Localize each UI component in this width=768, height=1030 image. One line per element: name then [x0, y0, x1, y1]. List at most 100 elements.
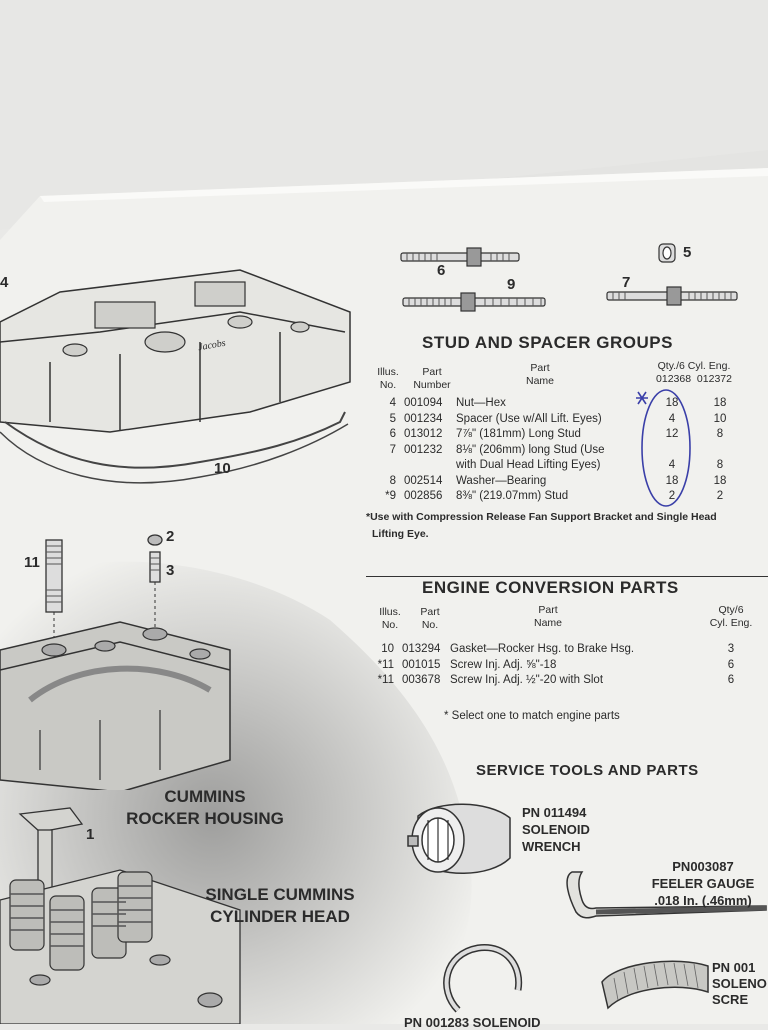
stud-cell-illus: *9: [385, 490, 396, 502]
solenoid-wrench-illustration: [407, 803, 511, 874]
stud-cell-name: 7⅞" (181mm) Long Stud: [456, 428, 581, 440]
callout-2: 2: [166, 528, 175, 545]
stud-col-illus: Illus. No.: [370, 366, 406, 392]
stud-col-qty: Qty./6 Cyl. Eng. 012368 012372: [644, 360, 744, 386]
conversion-cell-illus: *11: [377, 674, 394, 686]
stud-cell-part: 001232: [404, 443, 443, 456]
service-tools-title: SERVICE TOOLS AND PARTS: [476, 762, 699, 779]
cylinder-head-illustration: [0, 807, 241, 1024]
tool3-pn: PN 001: [712, 960, 756, 975]
tool1-pn: PN 011494: [522, 805, 587, 820]
stud-col-eng-a: 012368: [656, 373, 692, 385]
stud-table-row: *9 002856 8⅜" (219.07mm) Stud 2 2: [370, 489, 748, 505]
conversion-cell-part: 003678: [402, 674, 441, 686]
tool1-line3: WRENCH: [522, 839, 581, 854]
stud-col-part-1: Part: [422, 366, 442, 378]
conv-col-name-2: Name: [533, 617, 562, 629]
stud-cell-qty-a: 18: [665, 397, 679, 409]
stud-col-part-2: Number: [413, 379, 451, 391]
conversion-cell-qty: 3: [727, 643, 735, 655]
stud-cell-illus: 4: [389, 397, 396, 409]
brake-housing-illustration: [0, 269, 351, 484]
callout-7: 7: [622, 274, 631, 291]
engine-conversion-table: 10 013294 Gasket—Rocker Hsg. to Brake Hsg.…: [372, 642, 760, 689]
stud-col-illus-2: No.: [379, 379, 397, 391]
stud-cell-illus: 8: [389, 474, 396, 487]
conversion-footnote: * Select one to match engine parts: [444, 710, 620, 722]
callout-1: 1: [86, 826, 95, 843]
stud-cell-name: Nut—Hex: [456, 397, 506, 409]
stud-cell-illus: 5: [389, 412, 396, 425]
stud-cell-part: 002514: [404, 474, 443, 487]
head-label-line1: SINGLE CUMMINS: [205, 885, 355, 904]
feeler-gauge-illustration: [566, 871, 767, 919]
conversion-cell-part: 013294: [402, 643, 441, 655]
stud-col-name: Part Name: [500, 362, 580, 388]
stud-col-qty-title: Qty./6 Cyl. Eng.: [657, 360, 731, 372]
tool2-line3: .018 In. (.46mm): [654, 893, 752, 908]
stud-cell-qty-b: 18: [713, 474, 727, 487]
tool2-pn: PN003087: [672, 859, 734, 874]
conv-col-part-1: Part: [420, 606, 440, 618]
rocker-label-line2: ROCKER HOUSING: [126, 809, 284, 828]
conversion-cell-name: Screw Inj. Adj. ½"-20 with Slot: [450, 674, 604, 686]
callout-10: 10: [214, 460, 231, 477]
conversion-cell-illus: *11: [377, 658, 394, 671]
stud-cell-qty-b: 18: [713, 397, 727, 409]
conv-col-illus: Illus. No.: [372, 606, 408, 632]
callout-11: 11: [24, 554, 40, 571]
tool2-line2: FEELER GAUGE: [651, 876, 755, 891]
stud-col-eng-b: 012372: [696, 373, 732, 385]
stud-cell-illus: [370, 458, 404, 474]
stud-cell-name: Spacer (Use w/All Lift. Eyes): [456, 412, 602, 425]
callout-5: 5: [683, 244, 692, 261]
stud-table-row: with Dual Head Lifting Eyes) 4 8: [370, 458, 748, 474]
conversion-cell-name: Gasket—Rocker Hsg. to Brake Hsg.: [450, 643, 635, 655]
conversion-cell-illus: 10: [381, 643, 394, 655]
stud-table-row: 8 002514 Washer—Bearing 18 18: [370, 474, 748, 490]
stud-cell-illus: 6: [389, 428, 396, 440]
stud-cell-qty-a: 4: [668, 412, 676, 425]
stud-table-row: 6 013012 7⅞" (181mm) Long Stud 12 8: [370, 427, 748, 443]
solenoid-wrench-label: PN 011494 SOLENOID WRENCH: [522, 804, 590, 855]
studs-illustration: [400, 243, 738, 312]
stud-cell-qty-a: 2: [668, 490, 676, 502]
stud-cell-part: 001234: [404, 412, 443, 425]
callout-9: 9: [507, 276, 516, 293]
cylinder-head-label: SINGLE CUMMINS CYLINDER HEAD: [185, 884, 375, 928]
conversion-cell-name: Screw Inj. Adj. ⅝"-18: [450, 658, 557, 671]
stud-cell-name: 8⅜" (219.07mm) Stud: [456, 490, 569, 502]
section-divider: [366, 576, 768, 577]
stud-cell-qty-a: 4: [668, 459, 676, 471]
stud-cell-qty-b: 2: [716, 490, 724, 502]
tool3-line3: SCRE: [712, 992, 749, 1007]
stud-cell-part: 002856: [404, 490, 443, 502]
stud-cell-name: with Dual Head Lifting Eyes): [456, 459, 601, 471]
stud-cell-qty-b: 8: [716, 428, 724, 440]
handwritten-circle: [636, 389, 691, 507]
conv-col-qty-2: Cyl. Eng.: [709, 617, 753, 629]
stud-cell-illus: 7: [389, 443, 396, 456]
stud-col-name-2: Name: [525, 375, 554, 387]
stud-cell-qty-a: 18: [665, 474, 679, 487]
callout-3: 3: [166, 562, 175, 579]
conv-col-name: Part Name: [508, 604, 588, 630]
conversion-cell-qty: 6: [727, 658, 735, 671]
stud-cell-part: 013012: [404, 428, 443, 440]
rocker-housing-label: CUMMINS ROCKER HOUSING: [115, 786, 295, 830]
tool1-line2: SOLENOID: [522, 822, 590, 837]
stud-cell-qty-a: 12: [665, 428, 679, 440]
solenoid-clip-illustration: [443, 944, 523, 1013]
head-label-line2: CYLINDER HEAD: [210, 907, 350, 926]
stud-cell-qty-b: 8: [716, 459, 724, 471]
stud-cell-name: Washer—Bearing: [456, 474, 547, 487]
feeler-gauge-label: PN003087 FEELER GAUGE .018 In. (.46mm): [638, 858, 768, 909]
stud-col-name-1: Part: [530, 362, 550, 374]
partial-bottom-label: PN 001283 SOLENOID: [404, 1015, 541, 1030]
stud-col-part: Part Number: [406, 366, 458, 392]
